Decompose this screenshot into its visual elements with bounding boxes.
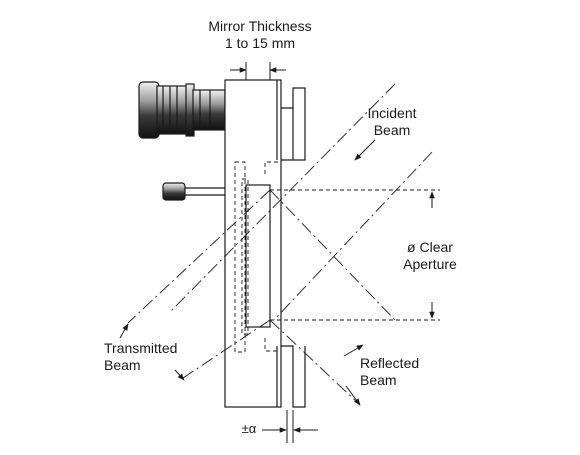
reflected-beam-lower-edge: [269, 319, 361, 406]
reflected-arrow-bottom: [345, 385, 361, 406]
incident-beam-arrow: [354, 139, 376, 161]
mirror-thickness-text: Mirror Thickness: [208, 18, 312, 34]
transmitted-arrow-right: [174, 369, 185, 381]
mirror-thickness-label: Mirror Thickness 1 to 15 mm: [190, 18, 330, 52]
reflected-beam-label: Reflected Beam: [360, 355, 440, 389]
hidden-features: [234, 161, 440, 353]
incident-beam-lower-edge: [273, 151, 433, 321]
reflected-beam-upper-edge: [269, 189, 396, 321]
transmitted-beam-line2: Beam: [104, 357, 141, 373]
dimension-arrows: [119, 62, 435, 443]
reflected-beam-line2: Beam: [360, 372, 397, 388]
transmitted-beam-upper-edge: [127, 189, 271, 324]
incident-beam-upper-edge: [169, 83, 396, 313]
transmitted-beam-lower-edge: [179, 319, 271, 381]
alpha-label: ±α: [236, 420, 262, 437]
clear-aperture-line2: Aperture: [403, 256, 457, 272]
incident-beam-label: Incident Beam: [352, 105, 432, 139]
transmitted-arrow-left: [119, 323, 129, 339]
clear-aperture-label: ø Clear Aperture: [380, 239, 480, 273]
alpha-text: ±α: [241, 421, 257, 436]
incident-beam-line1: Incident: [367, 105, 417, 121]
incident-beam-line2: Beam: [373, 122, 411, 138]
beam-paths: [127, 83, 433, 406]
adjustment-knob-icon: [162, 182, 225, 201]
mirror-optic: [245, 184, 271, 328]
transmitted-beam-label: Transmitted Beam: [104, 340, 204, 374]
mirror-thickness-range: 1 to 15 mm: [224, 35, 296, 51]
transmitted-beam-line1: Transmitted: [104, 340, 178, 356]
reflected-beam-line1: Reflected: [360, 355, 420, 371]
retaining-plate: [281, 87, 306, 408]
micrometer-adjuster-icon: [138, 81, 226, 139]
clear-aperture-line1: ø Clear: [407, 239, 453, 255]
reflected-arrow-top: [343, 344, 364, 357]
